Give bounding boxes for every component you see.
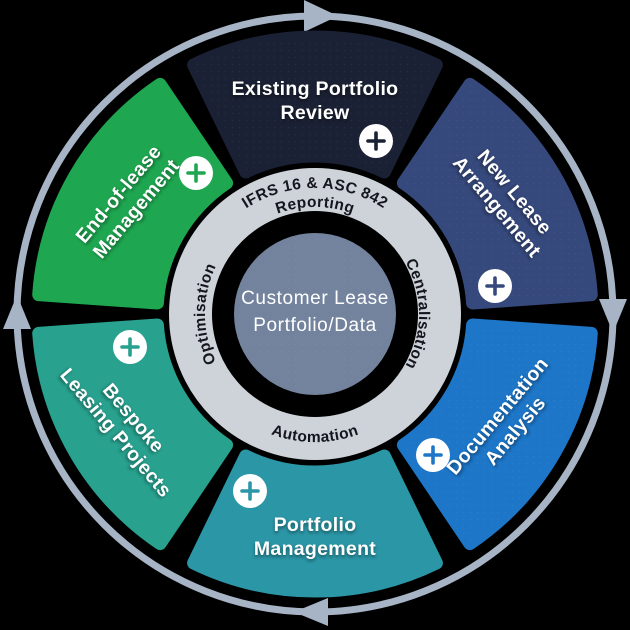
svg-text:Reporting: Reporting [273,194,356,218]
arrowhead-right-icon [599,299,627,333]
inner-ring [169,168,461,460]
cycle-arrow-ring [3,0,627,626]
arrowhead-left-icon [3,295,31,329]
label-portfolio-mgmt-line2: Management [254,538,376,560]
arrowhead-bottom-icon [294,598,328,626]
center-circle [234,233,396,395]
label-existing-portfolio-line2: Review [280,102,350,124]
plus-button-bespoke[interactable] [113,330,147,364]
plus-button-end-of-lease[interactable] [179,156,213,190]
arrowhead-top-icon [304,0,338,32]
segment-end-of-lease-management[interactable] [32,77,234,310]
label-existing-portfolio-line1: Existing Portfolio [232,78,399,100]
plus-button-existing-portfolio[interactable] [359,124,393,158]
plus-button-documentation[interactable] [416,438,450,472]
center-label-line1: Customer Lease [241,288,389,309]
inner-ring-label-top-line2: Reporting [273,194,356,218]
plus-buttons [113,124,512,508]
center-label: Customer Lease Portfolio/Data [241,288,389,336]
label-portfolio-mgmt-line1: Portfolio [274,514,357,536]
center-label-line2: Portfolio/Data [253,315,377,336]
segment-bespoke-leasing-projects[interactable] [32,318,234,551]
plus-button-new-lease[interactable] [478,269,512,303]
plus-button-portfolio-mgmt[interactable] [233,474,267,508]
